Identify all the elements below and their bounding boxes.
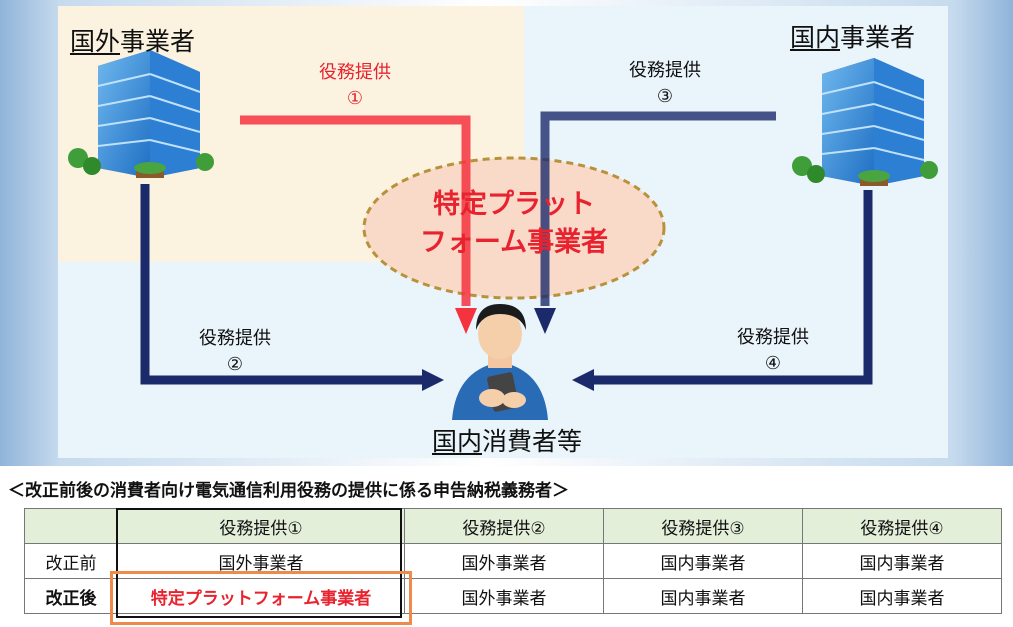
table-cell: 国外事業者 [117, 543, 405, 579]
table-cell: 国内事業者 [802, 578, 1002, 614]
service-3-arrow [534, 111, 776, 334]
table-cell: 国内事業者 [603, 578, 803, 614]
consumer-person-icon [452, 304, 548, 420]
flow-diagram [68, 50, 938, 420]
consumer-label: 国内消費者等 [432, 427, 583, 456]
table-cell: 国内事業者 [802, 543, 1002, 579]
service-4-arrow [572, 190, 873, 391]
table-cell-highlighted: 特定プラットフォーム事業者 [117, 578, 405, 614]
table-cell: 国内事業者 [603, 543, 803, 579]
service-2-arrow [140, 184, 444, 391]
row-label-before: 改正前 [24, 543, 118, 579]
table-row-after: 改正後 特定プラットフォーム事業者 国外事業者 国内事業者 国内事業者 [24, 578, 1002, 614]
domestic-building-icon [792, 58, 938, 186]
platform-business-label: 特定プラット フォーム事業者 [419, 189, 609, 258]
header-empty [24, 508, 118, 544]
header-service-3: 役務提供③ [603, 508, 803, 544]
service-1-arrow [240, 115, 477, 334]
foreign-building-icon [68, 50, 214, 178]
table-row-before: 改正前 国外事業者 国外事業者 国内事業者 国内事業者 [24, 543, 1002, 579]
foreign-business-label: 国外事業者 [70, 27, 196, 56]
tax-obligor-table: 役務提供① 役務提供② 役務提供③ 役務提供④ 改正前 国外事業者 国外事業者 … [24, 508, 1002, 614]
table-cell: 国外事業者 [404, 578, 604, 614]
table-cell: 国外事業者 [404, 543, 604, 579]
table-caption: ＜改正前後の消費者向け電気通信利用役務の提供に係る申告納税義務者＞ [8, 481, 569, 501]
table-header-row: 役務提供① 役務提供② 役務提供③ 役務提供④ [24, 508, 1002, 544]
header-service-2: 役務提供② [404, 508, 604, 544]
platform-ellipse [362, 156, 666, 300]
row-label-after: 改正後 [24, 578, 118, 614]
header-service-1: 役務提供① [117, 508, 405, 544]
domestic-business-label: 国内事業者 [790, 23, 916, 52]
header-service-4: 役務提供④ [802, 508, 1002, 544]
